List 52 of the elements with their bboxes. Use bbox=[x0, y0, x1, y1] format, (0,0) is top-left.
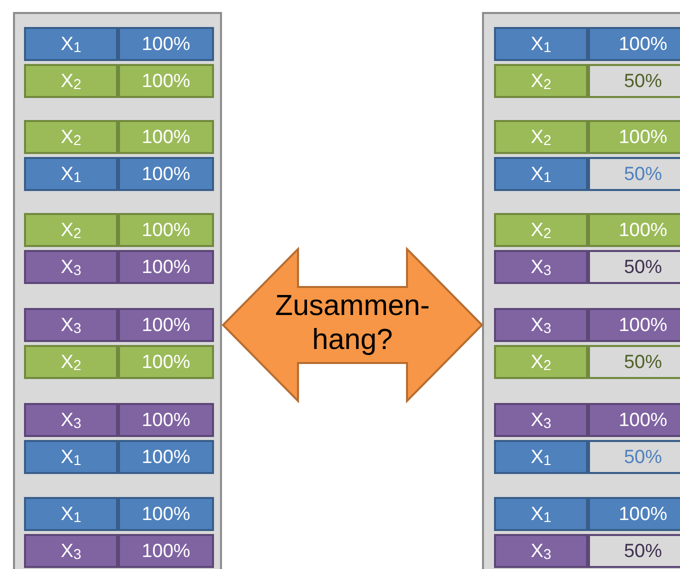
variable-cell: X$_{1}$ bbox=[24, 157, 118, 191]
percentage-cell: 100% bbox=[118, 27, 214, 61]
percentage-cell: 100% bbox=[588, 403, 680, 437]
percentage-cell: 100% bbox=[118, 440, 214, 474]
variable-cell: X$_{3}$ bbox=[494, 534, 588, 568]
panel-background bbox=[13, 12, 222, 569]
variable-cell: X$_{1}$ bbox=[24, 27, 118, 61]
variable-cell: X$_{2}$ bbox=[24, 64, 118, 98]
percentage-cell: 100% bbox=[118, 534, 214, 568]
variable-cell: X$_{2}$ bbox=[494, 120, 588, 154]
variable-cell: X$_{3}$ bbox=[24, 308, 118, 342]
percentage-cell: 100% bbox=[118, 403, 214, 437]
variable-cell: X$_{2}$ bbox=[24, 345, 118, 379]
percentage-cell: 100% bbox=[588, 308, 680, 342]
percentage-cell: 50% bbox=[588, 345, 680, 379]
percentage-cell: 100% bbox=[118, 497, 214, 531]
percentage-cell: 100% bbox=[118, 157, 214, 191]
percentage-cell: 50% bbox=[588, 64, 680, 98]
percentage-cell: 100% bbox=[588, 27, 680, 61]
percentage-cell: 100% bbox=[588, 120, 680, 154]
percentage-cell: 50% bbox=[588, 534, 680, 568]
double-arrow bbox=[222, 246, 484, 404]
variable-cell: X$_{1}$ bbox=[494, 497, 588, 531]
variable-cell: X$_{1}$ bbox=[24, 497, 118, 531]
variable-cell: X$_{3}$ bbox=[24, 250, 118, 284]
variable-cell: X$_{3}$ bbox=[24, 534, 118, 568]
variable-cell: X$_{1}$ bbox=[24, 440, 118, 474]
edge-label: Zusammen- hang? bbox=[274, 289, 431, 357]
percentage-cell: 100% bbox=[588, 497, 680, 531]
variable-cell: X$_{3}$ bbox=[494, 403, 588, 437]
variable-cell: X$_{1}$ bbox=[494, 440, 588, 474]
variable-cell: X$_{2}$ bbox=[494, 345, 588, 379]
percentage-cell: 100% bbox=[118, 213, 214, 247]
percentage-cell: 100% bbox=[118, 120, 214, 154]
percentage-cell: 50% bbox=[588, 250, 680, 284]
percentage-cell: 100% bbox=[118, 250, 214, 284]
percentage-cell: 50% bbox=[588, 440, 680, 474]
variable-cell: X$_{3}$ bbox=[494, 308, 588, 342]
variable-cell: X$_{3}$ bbox=[494, 250, 588, 284]
percentage-cell: 100% bbox=[588, 213, 680, 247]
variable-cell: X$_{2}$ bbox=[24, 213, 118, 247]
percentage-cell: 50% bbox=[588, 157, 680, 191]
variable-cell: X$_{2}$ bbox=[494, 213, 588, 247]
percentage-cell: 100% bbox=[118, 308, 214, 342]
variable-cell: X$_{1}$ bbox=[494, 27, 588, 61]
variable-cell: X$_{1}$ bbox=[494, 157, 588, 191]
panel-background bbox=[482, 12, 680, 569]
percentage-cell: 100% bbox=[118, 345, 214, 379]
variable-cell: X$_{3}$ bbox=[24, 403, 118, 437]
variable-cell: X$_{2}$ bbox=[494, 64, 588, 98]
variable-cell: X$_{2}$ bbox=[24, 120, 118, 154]
percentage-cell: 100% bbox=[118, 64, 214, 98]
